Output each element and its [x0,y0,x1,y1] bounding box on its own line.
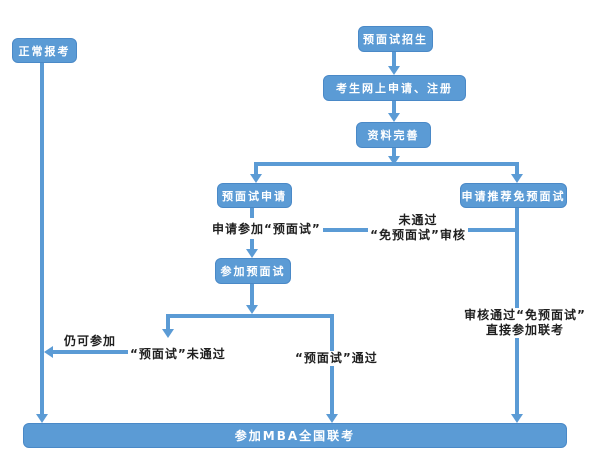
arrowhead-down-icon [246,249,258,258]
node-exempt-apply: 申请推荐免预面试 [460,183,567,208]
node-pre-interview-apply: 预面试申请 [217,183,292,208]
label-exempt-audit-passed: 审核通过“免预面试” 直接参加联考 [462,308,588,338]
label-pre-interview-passed: “预面试”通过 [293,351,380,366]
connector-junction-right-drop [515,166,519,174]
label-exempt-audit-failed-line2: “免预面试”审核 [370,228,466,242]
arrowhead-down-icon [250,174,262,183]
connector-materials-to-junction [392,148,396,156]
node-normal-register: 正常报考 [12,38,77,63]
connector-apply-to-materials [392,101,396,113]
label-exempt-audit-passed-line1: 审核通过“免预面试” [464,308,586,322]
label-pre-interview-failed: “预面试”未通过 [128,347,228,362]
arrowhead-down-icon [388,113,400,122]
connector-preapply-stub [250,208,254,218]
label-still-can-join: 仍可参加 [62,334,119,349]
connector-junction-left-drop [254,166,258,174]
connector-junction-horizontal [254,162,519,166]
connector-normal-to-exam [40,63,44,414]
label-exempt-audit-failed-line1: 未通过 [398,213,438,227]
node-online-apply-register: 考生网上申请、注册 [323,75,466,101]
arrowhead-left-icon [44,346,53,358]
arrowhead-down-icon [36,414,48,423]
arrowhead-down-icon [162,329,174,338]
label-apply-join-pre-interview: 申请参加“预面试” [210,222,323,237]
node-attend-pre-interview: 参加预面试 [215,258,291,284]
arrowhead-down-icon [246,305,258,314]
arrowhead-down-icon [326,414,338,423]
arrowhead-down-icon [388,66,400,75]
arrowhead-down-icon [511,174,523,183]
node-pre-interview-admission: 预面试招生 [358,26,433,52]
label-exempt-audit-passed-line2: 直接参加联考 [485,323,564,337]
connector-fail-to-normal [53,350,128,354]
node-complete-materials: 资料完善 [356,122,431,148]
arrowhead-down-icon [511,414,523,423]
connector-pass-to-exam [330,318,334,414]
connector-admission-to-apply [392,52,396,66]
connector-result-horizontal [166,314,334,318]
label-exempt-audit-failed: 未通过 “免预面试”审核 [368,213,468,243]
connector-fail-drop [166,318,170,329]
connector-attend-to-split [250,284,254,305]
connector-to-attend [250,239,254,249]
arrowhead-down-icon [388,156,400,165]
node-national-exam: 参加MBA全国联考 [23,423,567,448]
